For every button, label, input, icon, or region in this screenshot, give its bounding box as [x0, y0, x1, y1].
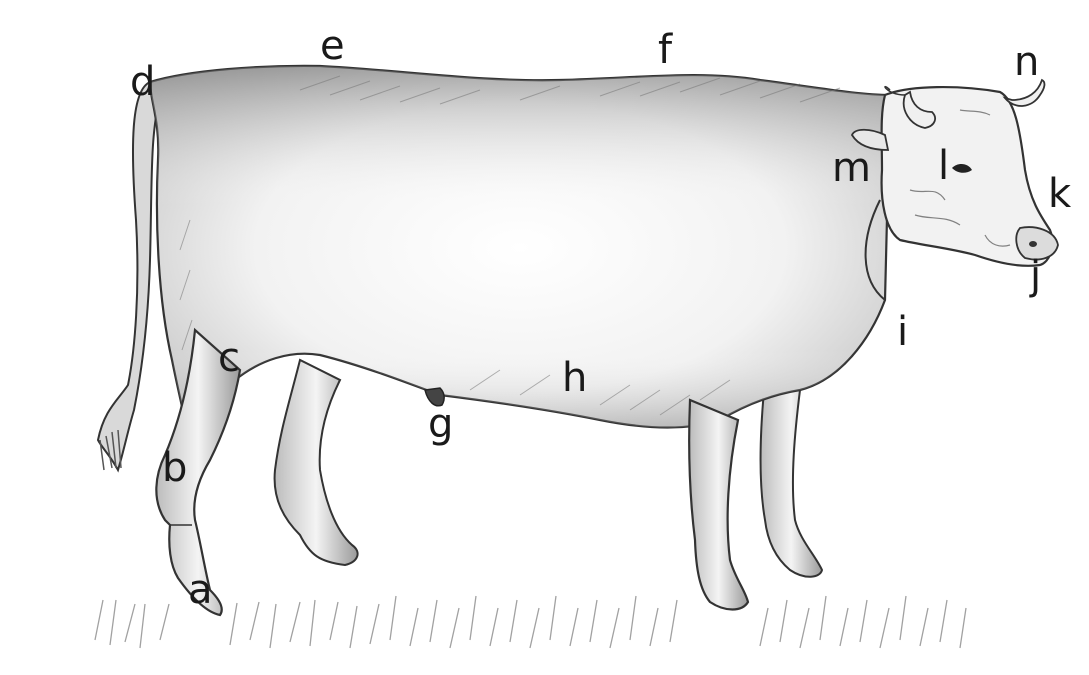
label-e: e [320, 26, 345, 66]
label-n: n [1014, 42, 1039, 82]
label-l: l [938, 146, 949, 186]
tail [98, 82, 160, 470]
label-a: a [188, 570, 213, 610]
label-m: m [832, 148, 871, 188]
nostril [1029, 241, 1037, 247]
label-b: b [162, 448, 187, 488]
far-hind-leg [275, 360, 358, 565]
label-i: i [897, 312, 908, 352]
label-f: f [658, 30, 672, 70]
label-k: k [1048, 174, 1071, 214]
label-c: c [218, 338, 240, 378]
grass [95, 596, 966, 648]
label-d: d [130, 62, 155, 102]
label-g: g [428, 404, 453, 444]
near-front-leg [689, 400, 748, 610]
far-front-leg [760, 380, 822, 577]
label-j: j [1030, 256, 1041, 296]
label-h: h [562, 358, 587, 398]
